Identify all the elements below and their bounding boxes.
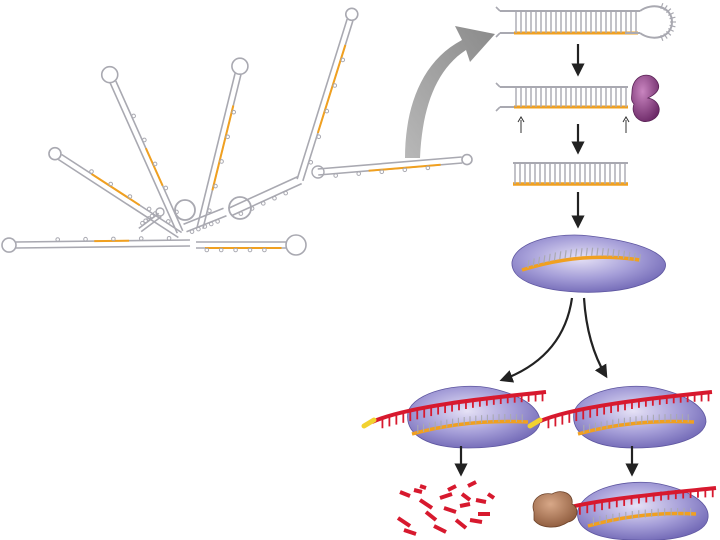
dicer-enzyme-icon (631, 74, 660, 122)
cleavage-site-marks (517, 116, 630, 133)
mrna-fragments-icon (396, 480, 496, 536)
rna-duplex-icon (513, 162, 628, 186)
risc-mrna-complex-right (527, 385, 713, 449)
transition-arrow (405, 26, 495, 158)
hairpin-with-dicer (495, 82, 628, 112)
ribosome-icon (532, 491, 578, 528)
hairpin-rna-icon (495, 3, 676, 41)
branched-primary-rna-icon (1, 7, 473, 256)
branch-arrow-left (499, 297, 574, 383)
risc-complex-icon (511, 234, 666, 293)
branch-arrow-right (582, 297, 608, 379)
risc-mrna-complex-left (361, 385, 547, 449)
